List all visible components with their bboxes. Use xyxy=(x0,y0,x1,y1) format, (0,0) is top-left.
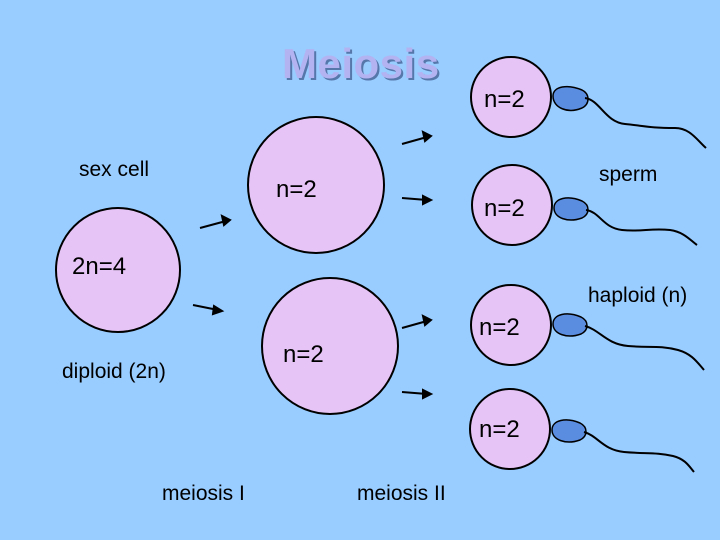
sperm-icon xyxy=(553,197,698,246)
sperm-icon xyxy=(552,313,705,371)
gamete-3-label: n=2 xyxy=(479,314,520,341)
arrow-icon xyxy=(401,136,428,145)
arrowhead-icon xyxy=(422,388,434,400)
daughter-cell-bottom xyxy=(261,277,399,415)
daughter-bottom-label: n=2 xyxy=(283,341,324,368)
parent-cell xyxy=(55,207,181,333)
gamete-4-label: n=2 xyxy=(479,416,520,443)
daughter-top-label: n=2 xyxy=(276,176,317,203)
gamete-2-label: n=2 xyxy=(484,195,525,222)
haploid-label: haploid (n) xyxy=(588,284,688,307)
meiosis-1-label: meiosis I xyxy=(162,482,245,505)
gamete-cell-1 xyxy=(470,56,552,138)
arrow-icon xyxy=(401,320,428,329)
arrowhead-icon xyxy=(211,304,225,316)
sex-cell-label: sex cell xyxy=(79,158,150,181)
sperm-label: sperm xyxy=(599,163,658,186)
sperm-icon xyxy=(551,419,695,473)
sperm-icon xyxy=(552,85,707,149)
page-title: Meiosis xyxy=(282,40,440,87)
parent-count-label: 2n=4 xyxy=(72,253,127,280)
arrowhead-icon xyxy=(421,130,433,143)
arrow-icon xyxy=(199,220,227,229)
diploid-label: diploid (2n) xyxy=(62,360,166,383)
gamete-cell-4 xyxy=(469,388,551,470)
arrowhead-icon xyxy=(422,194,434,206)
daughter-cell-top xyxy=(247,116,385,254)
arrowhead-icon xyxy=(421,314,433,327)
arrowhead-icon xyxy=(220,214,232,227)
gamete-1-label: n=2 xyxy=(484,86,525,113)
meiosis-2-label: meiosis II xyxy=(357,482,446,505)
gamete-cell-2 xyxy=(471,164,553,246)
gamete-cell-3 xyxy=(470,284,552,366)
